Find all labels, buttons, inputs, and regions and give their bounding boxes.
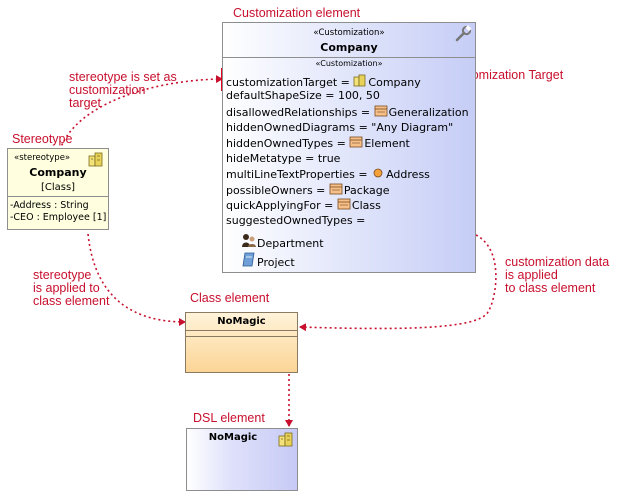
property-icon: [373, 168, 383, 178]
property-suggested-owned-types: suggestedOwnedTypes =: [226, 214, 366, 227]
metaclass-icon: [374, 105, 387, 117]
property-value: Package: [343, 184, 390, 197]
note-line: class element: [33, 294, 110, 308]
property-disallowed-relationships: disallowedRelationships = Generalization: [226, 105, 469, 119]
stereotype-keyword: «stereotype»: [14, 153, 71, 163]
class-divider: [186, 330, 297, 331]
attribute-type: : String: [51, 200, 89, 211]
property-value: Class: [351, 199, 381, 212]
metaclass-icon: [337, 198, 351, 210]
suggested-type-department: Department: [241, 233, 324, 250]
metaclass-icon: [349, 136, 363, 148]
property-quick-applying-for: quickApplyingFor = Class: [226, 198, 381, 212]
note-line: is applied to: [33, 281, 100, 295]
attribute-name: -CEO: [10, 212, 34, 223]
stereotype-name: Company: [29, 166, 87, 179]
property-value: Address: [386, 168, 430, 181]
property-hide-metatype: hideMetatype = true: [226, 152, 341, 165]
property-text: disallowedRelationships =: [226, 106, 374, 119]
property-default-shape-size: defaultShapeSize = 100, 50: [226, 89, 380, 102]
stereotype-applied-note: stereotype is applied to class element: [33, 269, 109, 308]
customization-data-note: customization data is applied to class e…: [505, 256, 609, 295]
stereotype-icon: [278, 432, 293, 447]
suggested-type-label: Department: [257, 237, 324, 250]
suggested-type-project: Project: [241, 252, 295, 269]
stereotype-icon: [354, 74, 366, 87]
customization-name: Company: [320, 41, 378, 54]
class-nomagic-box[interactable]: NoMagic: [185, 312, 298, 373]
property-text: quickApplyingFor =: [226, 199, 337, 212]
class-divider: [186, 336, 297, 337]
property-text: multiLineTextProperties =: [226, 168, 372, 181]
property-value: Company: [368, 76, 421, 89]
note-line: stereotype: [33, 268, 92, 282]
customization-element-label: Customization element: [233, 6, 361, 20]
property-customization-target: customizationTarget = Company: [226, 74, 421, 89]
wrench-icon: [455, 25, 472, 42]
note-line: is applied: [505, 268, 558, 282]
suggested-type-label: Project: [257, 256, 295, 269]
class-element-label: Class element: [190, 291, 270, 305]
stereotype-icon: [88, 152, 103, 167]
stereotype-divider: [8, 196, 108, 197]
metaclass-icon: [329, 183, 343, 195]
property-hidden-owned-types: hiddenOwnedTypes = Element: [226, 136, 410, 150]
stereotype-attribute: -Address : String: [10, 200, 89, 211]
customization-section-keyword: «Customization»: [315, 59, 383, 68]
stereotype-set-note: stereotype is set as customization targe…: [69, 71, 177, 110]
arrow-stereotype-to-class: [87, 233, 186, 326]
dsl-name: NoMagic: [208, 432, 258, 443]
stereotype-metaclass: [Class]: [40, 182, 76, 193]
property-hidden-owned-diagrams: hiddenOwnedDiagrams = "Any Diagram": [226, 121, 454, 134]
note-line: target: [69, 96, 101, 110]
note-line: to class element: [505, 281, 596, 295]
attribute-name: -Address: [10, 200, 52, 211]
property-possible-owners: possibleOwners = Package: [226, 183, 390, 197]
dsl-element-label: DSL element: [193, 411, 265, 425]
note-line: stereotype is set as: [69, 70, 177, 84]
arrow-customization-to-class: [299, 234, 497, 332]
property-multiline-text-properties: multiLineTextProperties = Address: [226, 167, 430, 181]
stereotype-heading: Stereotype: [12, 132, 73, 146]
project-icon: [242, 252, 255, 267]
property-text: hiddenOwnedTypes =: [226, 137, 350, 150]
department-icon: [242, 234, 256, 247]
customization-divider: [223, 57, 475, 58]
stereotype-attribute: -CEO : Employee [1]: [10, 212, 106, 223]
attribute-type: : Employee [1]: [33, 212, 107, 223]
note-line: customization: [69, 83, 146, 97]
class-name: NoMagic: [217, 316, 266, 327]
stereotype-company-box[interactable]: «stereotype» Company [Class] -Address : …: [7, 148, 109, 230]
note-line: customization data: [505, 255, 610, 269]
property-text: customizationTarget =: [226, 76, 354, 89]
property-value: Element: [364, 137, 410, 150]
property-value: Generalization: [388, 106, 469, 119]
customization-keyword: «Customization»: [313, 28, 385, 38]
dsl-nomagic-box[interactable]: NoMagic: [186, 428, 298, 491]
customization-company-box[interactable]: «Customization» Company «Customization» …: [222, 22, 476, 273]
arrow-stereotype-to-target: [59, 75, 223, 151]
property-text: possibleOwners =: [226, 184, 329, 197]
